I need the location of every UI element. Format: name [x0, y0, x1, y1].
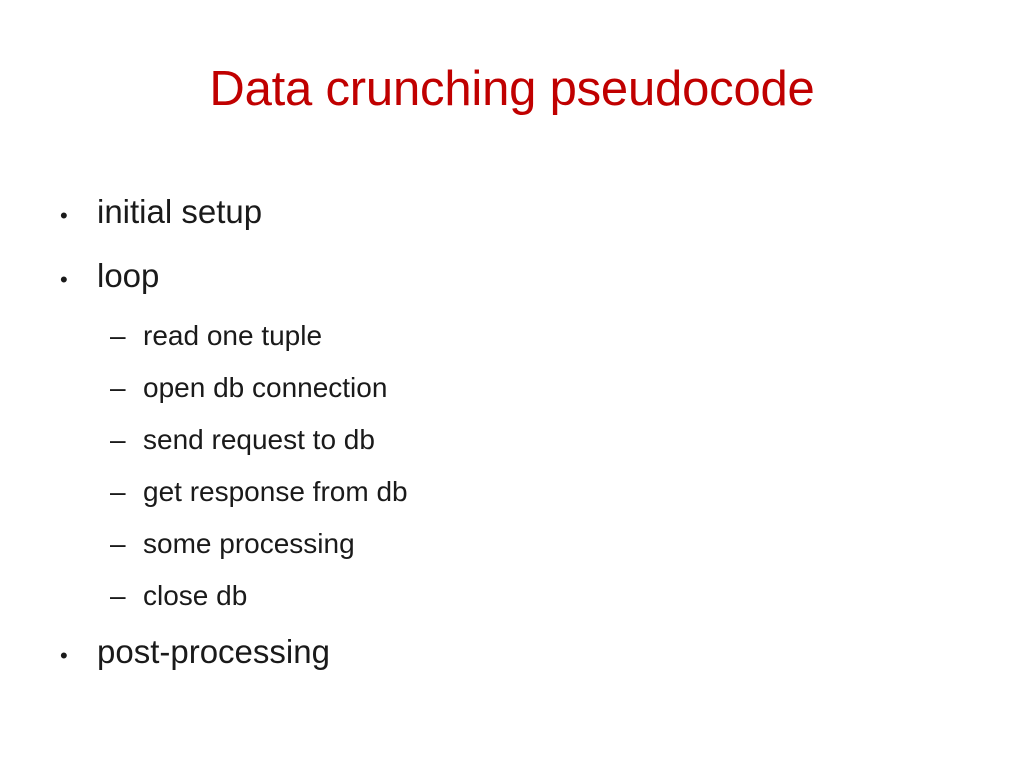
dash-marker-icon: –: [110, 476, 126, 507]
sub-bullet-item-send-request-to-db[interactable]: – send request to db: [0, 414, 1024, 466]
dash-marker-icon: –: [110, 320, 126, 351]
dash-marker-icon: –: [110, 580, 126, 611]
sub-bullet-item-close-db[interactable]: – close db: [0, 570, 1024, 622]
sub-bullet-label: read one tuple: [143, 320, 323, 351]
bullet-item-initial-setup[interactable]: • initial setup: [0, 182, 1024, 246]
sub-bullet-label: close db: [143, 580, 248, 611]
bullet-marker-icon: •: [60, 643, 68, 668]
sub-bullet-label: open db connection: [143, 372, 388, 403]
dash-marker-icon: –: [110, 372, 126, 403]
sub-bullet-label: send request to db: [143, 424, 375, 455]
sub-bullet-label: get response from db: [143, 476, 408, 507]
bullet-item-loop[interactable]: • loop: [0, 246, 1024, 310]
dash-marker-icon: –: [110, 424, 126, 455]
sub-bullet-group: – read one tuple – open db connection – …: [0, 310, 1024, 622]
bullet-marker-icon: •: [60, 267, 68, 292]
sub-bullet-item-open-db-connection[interactable]: – open db connection: [0, 362, 1024, 414]
sub-bullet-label: some processing: [143, 528, 355, 559]
slide-body-content: • initial setup • loop – read one tuple …: [0, 182, 1024, 686]
dash-marker-icon: –: [110, 528, 126, 559]
bullet-item-post-processing[interactable]: • post-processing: [0, 622, 1024, 686]
bullet-label: loop: [97, 257, 160, 294]
sub-bullet-item-get-response-from-db[interactable]: – get response from db: [0, 466, 1024, 518]
bullet-marker-icon: •: [60, 203, 68, 228]
sub-bullet-item-read-one-tuple[interactable]: – read one tuple: [0, 310, 1024, 362]
bullet-label: initial setup: [97, 193, 263, 230]
slide-title: Data crunching pseudocode: [209, 62, 815, 116]
sub-bullet-item-some-processing[interactable]: – some processing: [0, 518, 1024, 570]
bullet-label: post-processing: [97, 633, 330, 670]
